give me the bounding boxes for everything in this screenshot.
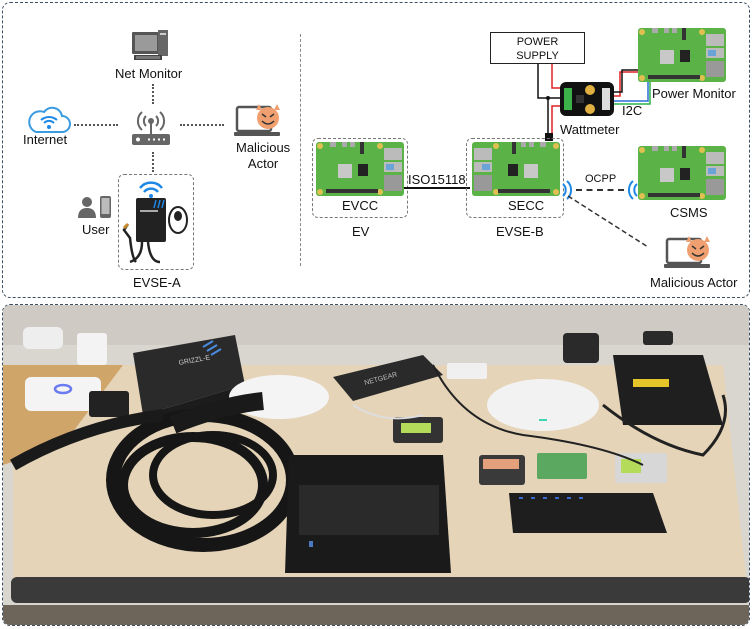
- secc-wireless-icon: [562, 180, 573, 200]
- cloud-wifi-icon: [28, 106, 71, 133]
- net-monitor-label: Net Monitor: [115, 66, 183, 81]
- evcc-label: EVCC: [342, 198, 379, 213]
- power-supply-label-line2: SUPPLY: [516, 50, 559, 62]
- netgear-router: [333, 355, 443, 401]
- internet-label: Internet: [23, 132, 68, 147]
- wireless-keyboard: [509, 493, 667, 533]
- link-router-attacker: [180, 124, 224, 126]
- evse-b-group: [466, 138, 564, 218]
- table-edge: [11, 577, 749, 603]
- power-supply-box: POWER SUPPLY: [490, 32, 585, 64]
- power-bank: [89, 391, 129, 417]
- ocpp-label: OCPP: [585, 173, 617, 185]
- attack-link: [567, 195, 649, 248]
- raspberry-pi-board: [537, 453, 587, 479]
- access-point-2: [487, 379, 599, 431]
- link-netmonitor-router: [152, 84, 154, 104]
- csms-wireless-icon: [627, 180, 638, 200]
- link-router-evse-a: [152, 152, 154, 172]
- malicious-actor-label-line2: Actor: [247, 156, 279, 171]
- carpet: [3, 605, 749, 625]
- evse-b-label: EVSE-B: [496, 224, 544, 239]
- wifi-router-icon: [132, 111, 170, 145]
- malicious-actor-right-label: Malicious Actor: [650, 275, 738, 290]
- power-supply-label-line1: POWER: [516, 36, 559, 48]
- charging-handle: [169, 392, 264, 434]
- ocpp-link: [576, 189, 624, 191]
- wattmeter-label: Wattmeter: [560, 122, 620, 137]
- power-monitor-label: Power Monitor: [652, 86, 736, 101]
- ev-label: EV: [352, 224, 370, 239]
- malicious-actor-label-line1: Malicious: [236, 140, 291, 155]
- computer-icon: [132, 30, 168, 60]
- evse-a-charger-icon: [122, 181, 188, 264]
- iso15118-link: [404, 187, 470, 189]
- malicious-actor-label: Malicious Actor: [236, 140, 290, 172]
- malicious-actor-icon: [234, 104, 280, 136]
- diagram-panel: [2, 2, 750, 298]
- ev-group: [312, 138, 408, 218]
- user-label: User: [82, 222, 110, 237]
- testbed-photo: GRIZZL-E NETGEAR: [3, 305, 749, 625]
- section-divider: [300, 34, 301, 266]
- photo-panel: GRIZZL-E NETGEAR: [2, 304, 750, 626]
- malicious-actor-right-icon: [664, 236, 710, 268]
- user-phone-icon: [78, 196, 111, 218]
- wattmeter-icon: [560, 82, 614, 116]
- secc-label: SECC: [508, 198, 545, 213]
- i2c-label: I2C: [622, 103, 643, 118]
- ups-device: [613, 355, 723, 425]
- grizzl-e-charger: [133, 335, 245, 415]
- link-internet-router: [74, 124, 118, 126]
- evse-a-label: EVSE-A: [133, 275, 181, 290]
- iso15118-label: ISO15118: [408, 172, 466, 187]
- evse-a-group: [118, 174, 194, 270]
- csms-label: CSMS: [670, 205, 708, 220]
